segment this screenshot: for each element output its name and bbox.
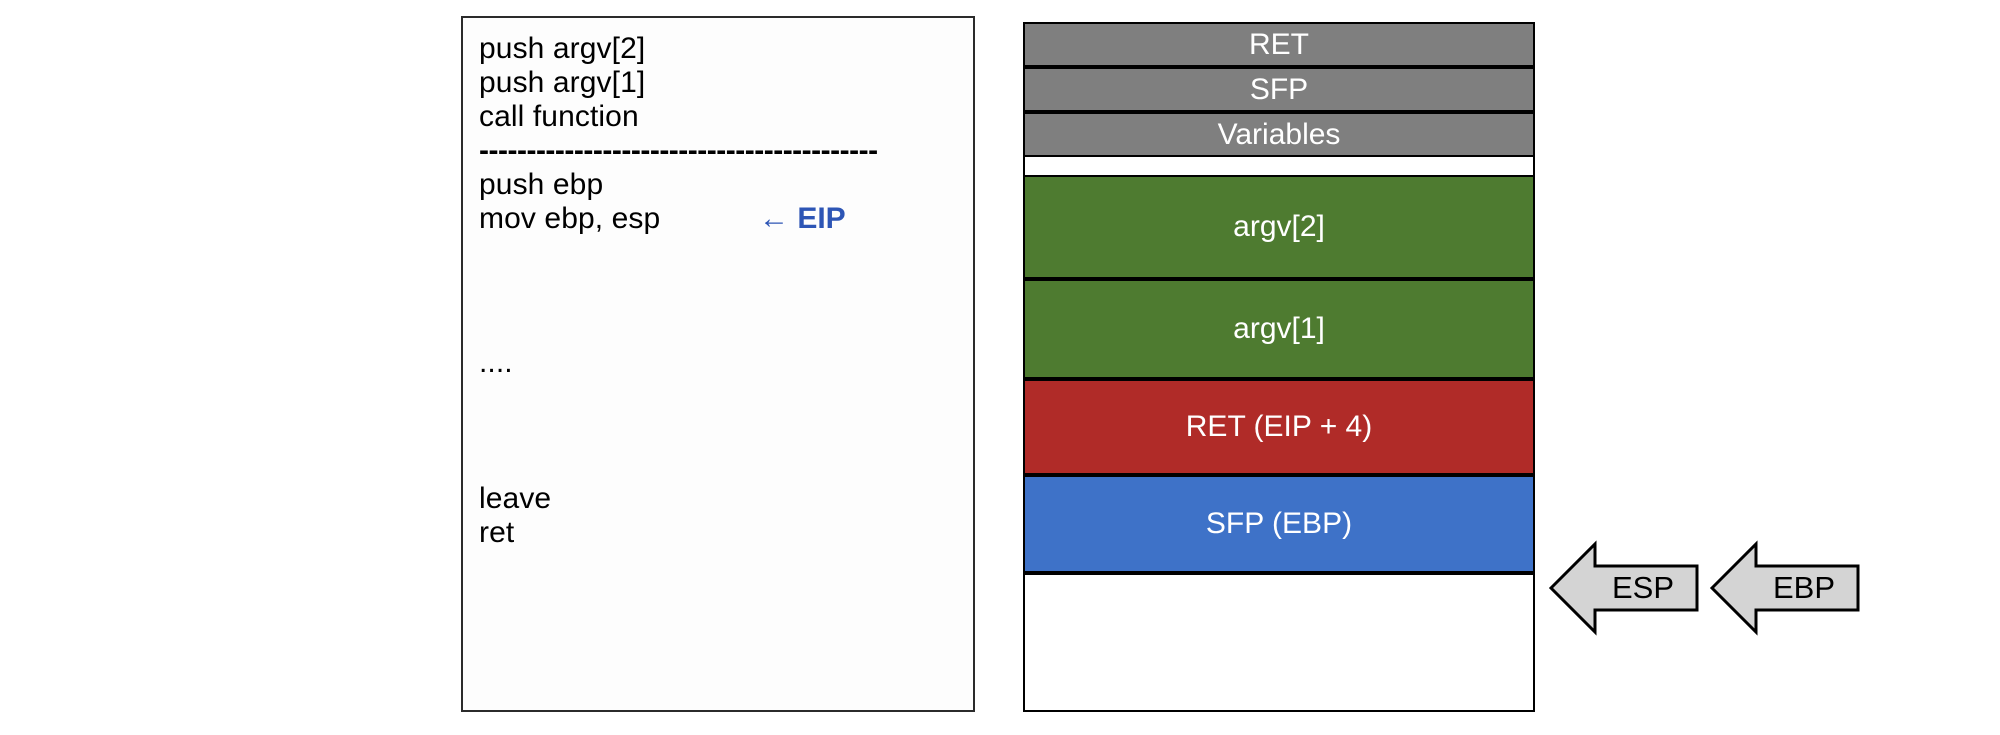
stack-row-argv2: argv[2] bbox=[1023, 175, 1535, 279]
assembly-code-panel: push argv[2] push argv[1] call function … bbox=[461, 16, 975, 712]
esp-pointer-arrow: ESP bbox=[1549, 540, 1699, 636]
code-line-call-function: call function bbox=[479, 100, 639, 133]
stack-row-label: RET bbox=[1249, 27, 1309, 61]
stack-row-label: argv[1] bbox=[1233, 312, 1325, 345]
stack-row-label: RET (EIP + 4) bbox=[1185, 410, 1373, 443]
ebp-label: EBP bbox=[1772, 570, 1836, 605]
code-line-ret: ret bbox=[479, 516, 515, 549]
esp-label: ESP bbox=[1611, 570, 1675, 605]
eip-pointer-label: ← EIP bbox=[759, 202, 846, 235]
stack-row-label: argv[2] bbox=[1233, 210, 1325, 243]
stack-empty-region bbox=[1023, 573, 1535, 712]
stack-gap-spacer bbox=[1023, 157, 1535, 175]
code-line-push-argv1: push argv[1] bbox=[479, 66, 646, 99]
left-arrow-icon bbox=[1549, 540, 1699, 636]
stack-row-sfp-ebp: SFP (EBP) bbox=[1023, 475, 1535, 573]
code-line-mov-ebp-esp: mov ebp, esp bbox=[479, 202, 661, 235]
stack-row-sfp-caller: SFP bbox=[1023, 67, 1535, 112]
stack-frame-diagram: RET SFP Variables argv[2] argv[1] RET (E… bbox=[1023, 22, 1535, 712]
code-divider-dashed-line: ----------------------------------------… bbox=[479, 134, 878, 167]
stack-row-label: Variables bbox=[1217, 117, 1341, 151]
code-line-push-argv2: push argv[2] bbox=[479, 32, 646, 65]
stack-row-label: SFP (EBP) bbox=[1205, 507, 1353, 540]
stack-row-ret-caller: RET bbox=[1023, 22, 1535, 67]
stack-row-argv1: argv[1] bbox=[1023, 279, 1535, 379]
code-line-push-ebp: push ebp bbox=[479, 168, 604, 201]
left-arrow-icon bbox=[1710, 540, 1860, 636]
code-line-ellipsis: .... bbox=[479, 346, 513, 379]
stack-row-ret-eip-plus-4: RET (EIP + 4) bbox=[1023, 379, 1535, 475]
ebp-pointer-arrow: EBP bbox=[1710, 540, 1860, 636]
stack-row-label: SFP bbox=[1249, 72, 1309, 106]
code-line-leave: leave bbox=[479, 482, 552, 515]
stack-row-variables: Variables bbox=[1023, 112, 1535, 157]
